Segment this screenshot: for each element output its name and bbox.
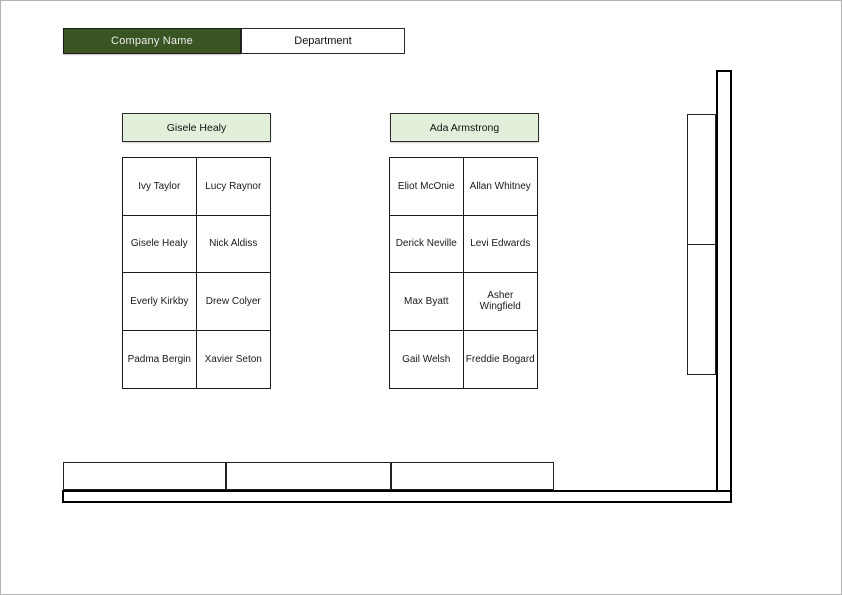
seat-cell[interactable]: Gisele Healy bbox=[123, 215, 197, 273]
seat-cell[interactable]: Asher Wingfield bbox=[463, 273, 537, 331]
seat-cell[interactable]: Nick Aldiss bbox=[196, 216, 270, 273]
seat-cell[interactable]: Gail Welsh bbox=[390, 330, 464, 388]
desk-1 bbox=[63, 462, 226, 490]
seat-cell[interactable]: Drew Colyer bbox=[196, 273, 270, 331]
seat-table-right: Eliot McOnie Allan Whitney Derick Nevill… bbox=[389, 157, 538, 389]
company-name-label: Company Name bbox=[111, 35, 193, 47]
seat-cell[interactable]: Padma Bergin bbox=[123, 330, 197, 388]
seat-cell[interactable]: Lucy Raynor bbox=[196, 158, 270, 216]
seat-cell[interactable]: Everly Kirkby bbox=[123, 273, 197, 331]
wall-right bbox=[716, 70, 732, 503]
seat-cell[interactable]: Max Byatt bbox=[390, 273, 464, 331]
department-box[interactable]: Department bbox=[241, 28, 405, 54]
seat-cell[interactable]: Eliot McOnie bbox=[390, 158, 464, 216]
cabinet-cell-bottom bbox=[688, 245, 715, 374]
manager-name-label: Gisele Healy bbox=[166, 121, 227, 134]
cabinet-cell-top bbox=[688, 115, 715, 245]
manager-box-right[interactable]: Ada Armstrong bbox=[390, 113, 539, 142]
seat-cell[interactable]: Derick Neville bbox=[390, 215, 464, 273]
manager-name-label: Ada Armstrong bbox=[429, 121, 500, 134]
company-name-box[interactable]: Company Name bbox=[63, 28, 241, 54]
seat-cell[interactable]: Ivy Taylor bbox=[123, 158, 197, 216]
seat-cell[interactable]: Allan Whitney bbox=[463, 158, 537, 216]
seat-cell[interactable]: Freddie Bogard bbox=[465, 353, 535, 365]
seat-table-left: Ivy Taylor Lucy Raynor Gisele Healy Nick… bbox=[122, 157, 271, 389]
seat-cell[interactable]: Levi Edwards bbox=[463, 216, 537, 273]
manager-box-left[interactable]: Gisele Healy bbox=[122, 113, 271, 142]
seat-cell[interactable]: Xavier Seton bbox=[204, 353, 262, 365]
department-label: Department bbox=[294, 35, 352, 47]
desk-2 bbox=[226, 462, 391, 490]
wall-bottom bbox=[62, 490, 732, 503]
desk-3 bbox=[391, 462, 554, 490]
cabinet-shelf bbox=[687, 114, 716, 375]
